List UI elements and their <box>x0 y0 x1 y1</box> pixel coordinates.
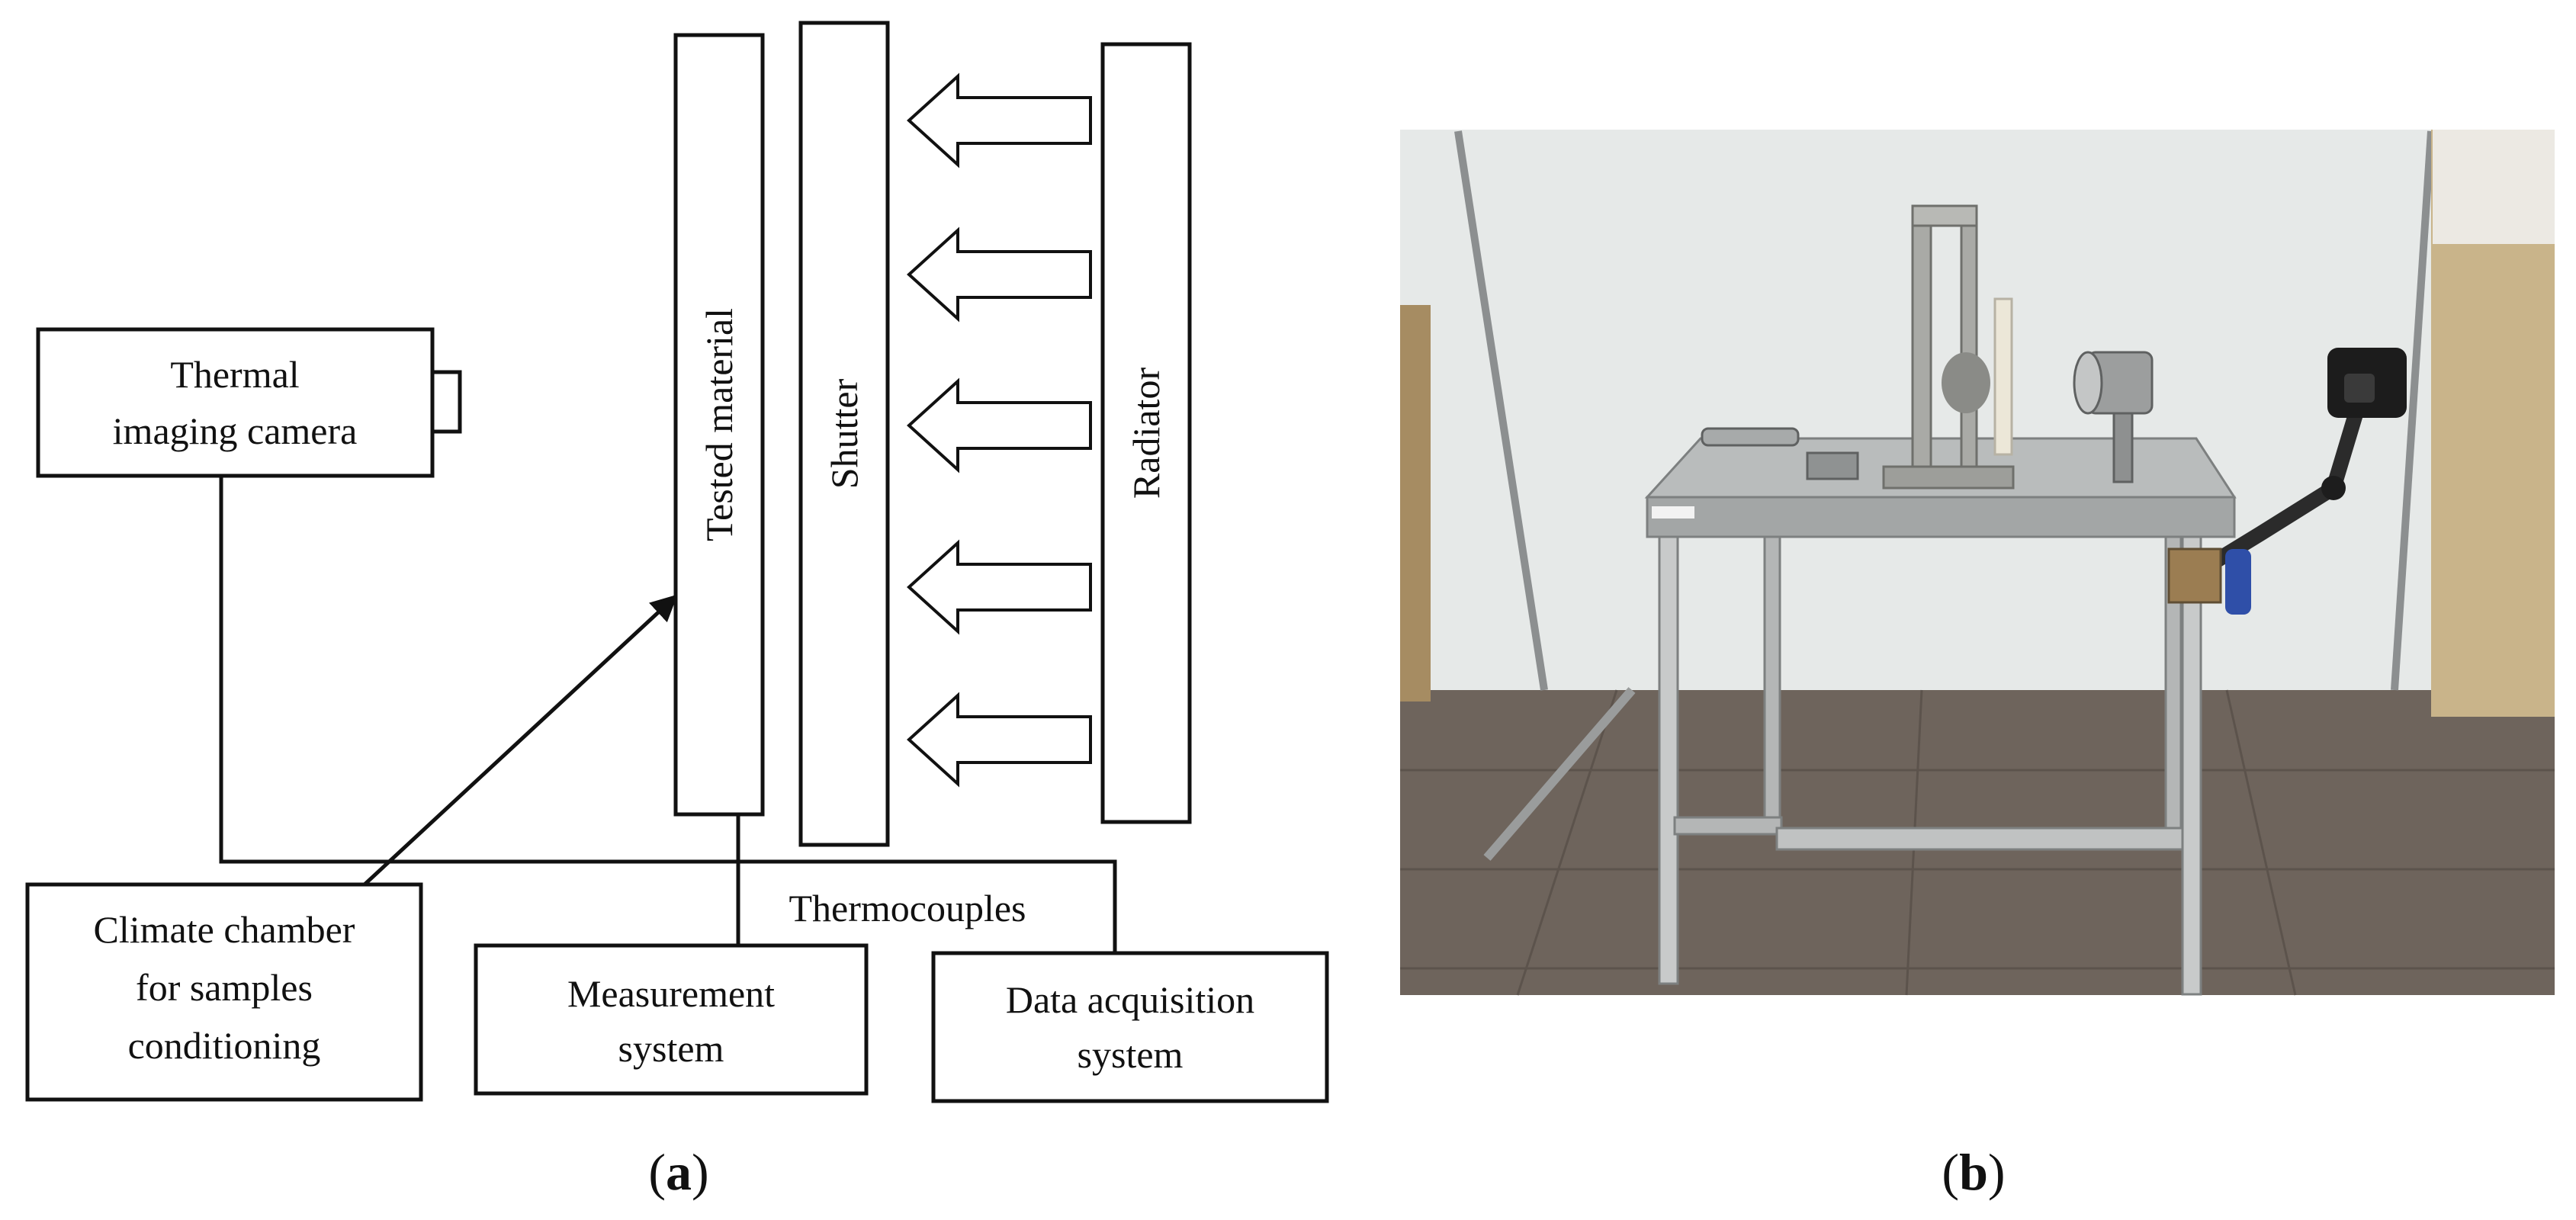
camera-label-line2: imaging camera <box>113 409 358 452</box>
daq-system-block: Data acquisition system <box>931 951 1329 1103</box>
photo-holder-post-right <box>1960 220 1978 480</box>
caption-a: (a) <box>648 1143 708 1201</box>
radiator-block: Radiator <box>1100 42 1192 824</box>
photo-table-stretcher-front <box>1775 827 2184 851</box>
shutter-block: Shutter <box>798 21 890 847</box>
shutter-box <box>798 21 890 847</box>
photo-table-badge <box>1652 506 1694 518</box>
daq-label-line2: system <box>1078 1033 1184 1076</box>
tested-material-box <box>673 33 765 817</box>
climate-label-line3: conditioning <box>128 1024 321 1067</box>
photo-table-tray <box>1806 451 1859 480</box>
photo-table-leg-front-right <box>2181 535 2202 996</box>
measurement-label-line1: Measurement <box>567 972 775 1015</box>
photo-table-slider <box>1701 427 1800 447</box>
panel-a-diagram: Thermal imaging camera Tested material S… <box>25 21 1329 1103</box>
photo-holder-crossbar <box>1911 204 1978 227</box>
thermocouples-label: Thermocouples <box>789 887 1026 929</box>
photo-table-leg-front-left <box>1658 535 1679 985</box>
photo-holder-clamp <box>1942 352 1990 413</box>
camera-label-line1: Thermal <box>170 353 299 396</box>
heat-arrow-4 <box>907 539 1092 635</box>
daq-system-box <box>931 951 1329 1103</box>
photo-pipe-left <box>1454 130 1548 691</box>
photo-left-door <box>1400 305 1431 702</box>
thermal-camera-box <box>36 327 435 478</box>
photo-radiator-stand <box>2112 412 2134 483</box>
climate-label-line1: Climate chamber <box>94 908 355 951</box>
measurement-system-box <box>474 943 869 1096</box>
photo-sample-plate <box>1993 297 2013 456</box>
climate-label-line2: for samples <box>136 966 313 1009</box>
photo-blue-plug <box>2225 549 2251 615</box>
climate-to-material-arrow <box>363 594 678 886</box>
tested-material-block: Tested material <box>673 33 765 817</box>
measurement-label-line2: system <box>618 1027 724 1070</box>
photo-floor-pole <box>1483 687 1636 861</box>
heat-arrow-1 <box>907 72 1092 169</box>
camera-lens <box>430 370 462 434</box>
photo-holder-base <box>1882 465 2015 490</box>
thermal-camera-block: Thermal imaging camera <box>36 327 462 478</box>
photo-pillar-top <box>2433 130 2555 244</box>
photo-under-table-device <box>2167 547 2222 604</box>
tested-material-label: Tested material <box>698 308 740 541</box>
radiator-box <box>1100 42 1192 824</box>
photo-pipe-right <box>2391 130 2435 691</box>
photo-holder-post-left <box>1911 204 1932 480</box>
measurement-system-block: Measurement system <box>474 943 869 1096</box>
photo-camera-lens <box>2344 374 2375 403</box>
photo-table-leg-back-left <box>1763 535 1781 834</box>
photo-camera-arm-joint <box>2321 476 2346 500</box>
camera-to-daq-line <box>219 476 1117 953</box>
heat-arrow-2 <box>907 226 1092 323</box>
daq-label-line1: Data acquisition <box>1006 978 1254 1021</box>
heat-flow-arrows <box>907 72 1092 788</box>
climate-chamber-block: Climate chamber for samples conditioning <box>25 882 423 1102</box>
heat-arrow-5 <box>907 692 1092 788</box>
photo-table-apron <box>1646 496 2236 538</box>
heat-arrow-3 <box>907 377 1092 474</box>
climate-chamber-box <box>25 882 423 1102</box>
photo-radiator-face <box>2073 351 2103 415</box>
shutter-label: Shutter <box>823 378 866 489</box>
radiator-label: Radiator <box>1125 368 1168 499</box>
panel-b-photo <box>1400 130 2555 996</box>
caption-b: (b) <box>1942 1143 2005 1201</box>
photo-table-stretcher-side <box>1673 816 1783 836</box>
